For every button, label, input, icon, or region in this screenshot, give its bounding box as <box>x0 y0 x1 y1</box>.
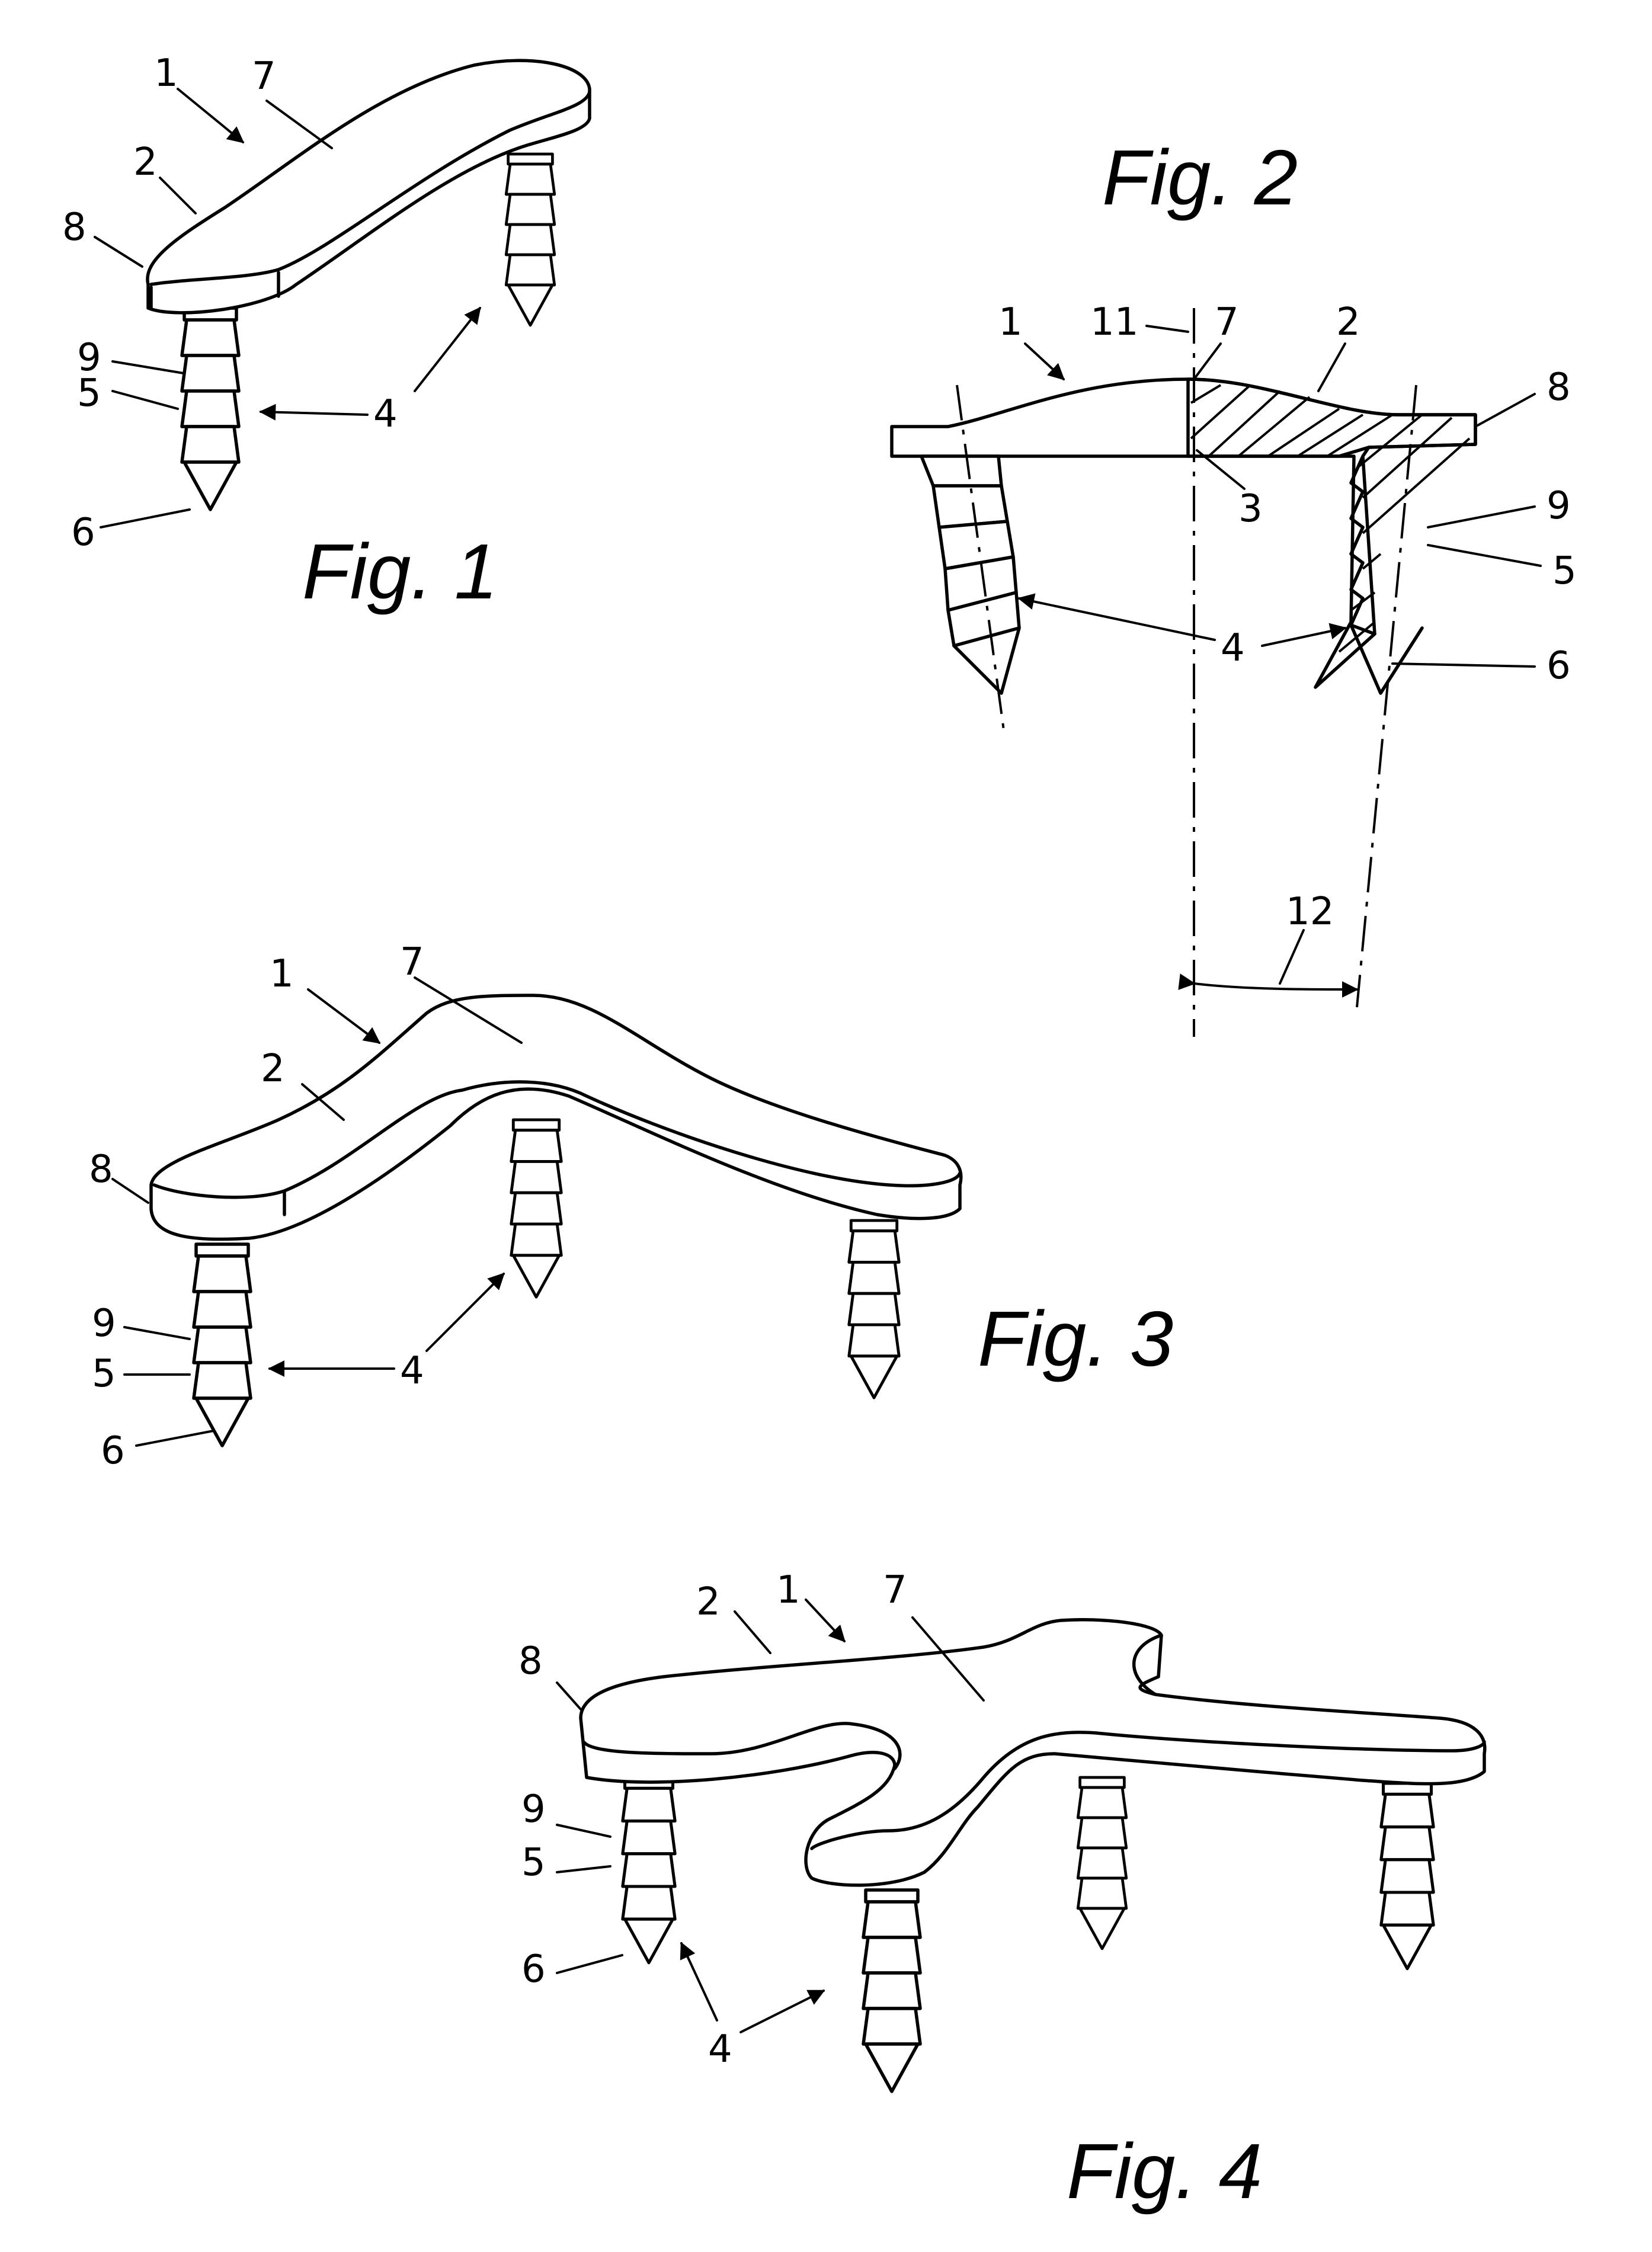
fig2-label-11: 11 <box>1090 300 1138 344</box>
figure-1 <box>148 60 590 510</box>
fig1-label-1: 1 <box>154 52 178 95</box>
fig2-label-7: 7 <box>1215 300 1239 344</box>
fig3-label-1: 1 <box>270 952 294 996</box>
fig2-pin-right <box>1351 456 1422 693</box>
fig4-label-8: 8 <box>518 1639 543 1683</box>
fig4-pin-left <box>623 1777 675 1963</box>
fig4-pin-back-center <box>1078 1777 1126 1949</box>
fig3-label-8: 8 <box>89 1148 113 1191</box>
fig1-label-8: 8 <box>62 206 87 249</box>
fig1-label-2: 2 <box>133 140 158 184</box>
fig2-label-5: 5 <box>1552 549 1577 593</box>
fig1-label-4: 4 <box>373 392 398 436</box>
fig4-label-7: 7 <box>883 1568 907 1612</box>
fig3-label-2: 2 <box>261 1047 285 1091</box>
fig2-label-12: 12 <box>1286 890 1334 934</box>
fig2-label-2: 2 <box>1336 300 1360 344</box>
fig1-label-6: 6 <box>71 511 95 555</box>
figure-2 <box>892 308 1475 1037</box>
fig4-label-2: 2 <box>696 1580 721 1624</box>
fig3-label-4: 4 <box>400 1349 424 1393</box>
fig4-label-4: 4 <box>708 2027 732 2071</box>
fig2-label-3: 3 <box>1238 487 1263 531</box>
fig4-label-5: 5 <box>521 1841 546 1885</box>
fig4-pin-front <box>863 1890 920 2091</box>
fig1-pin-right <box>506 154 555 325</box>
fig2-caption: Fig. 2 <box>1102 134 1298 221</box>
fig2-label-8: 8 <box>1547 366 1571 409</box>
fig2-label-6: 6 <box>1547 644 1571 688</box>
fig2-label-1: 1 <box>998 300 1023 344</box>
fig3-label-9: 9 <box>92 1302 116 1346</box>
fig3-label-5: 5 <box>92 1352 116 1396</box>
fig3-label-7: 7 <box>400 940 424 984</box>
fig1-caption: Fig. 1 <box>302 528 498 615</box>
fig1-label-7: 7 <box>252 55 276 98</box>
fig1-pin-left <box>182 308 239 510</box>
fig4-pin-right <box>1381 1783 1433 1969</box>
fig4-label-6: 6 <box>521 1947 546 1991</box>
fig3-label-6: 6 <box>101 1429 125 1473</box>
fig3-pin-center <box>511 1120 561 1297</box>
fig2-label-4: 4 <box>1221 626 1245 670</box>
fig3-pin-right <box>849 1220 899 1398</box>
fig4-label-9: 9 <box>521 1787 546 1831</box>
fig3-pin-left <box>194 1244 251 1446</box>
fig4-label-1: 1 <box>776 1568 801 1612</box>
fig3-caption: Fig. 3 <box>978 1295 1173 1382</box>
fig4-caption: Fig. 4 <box>1067 2128 1262 2215</box>
fig2-label-9: 9 <box>1547 484 1571 528</box>
fig1-label-5: 5 <box>77 371 101 415</box>
